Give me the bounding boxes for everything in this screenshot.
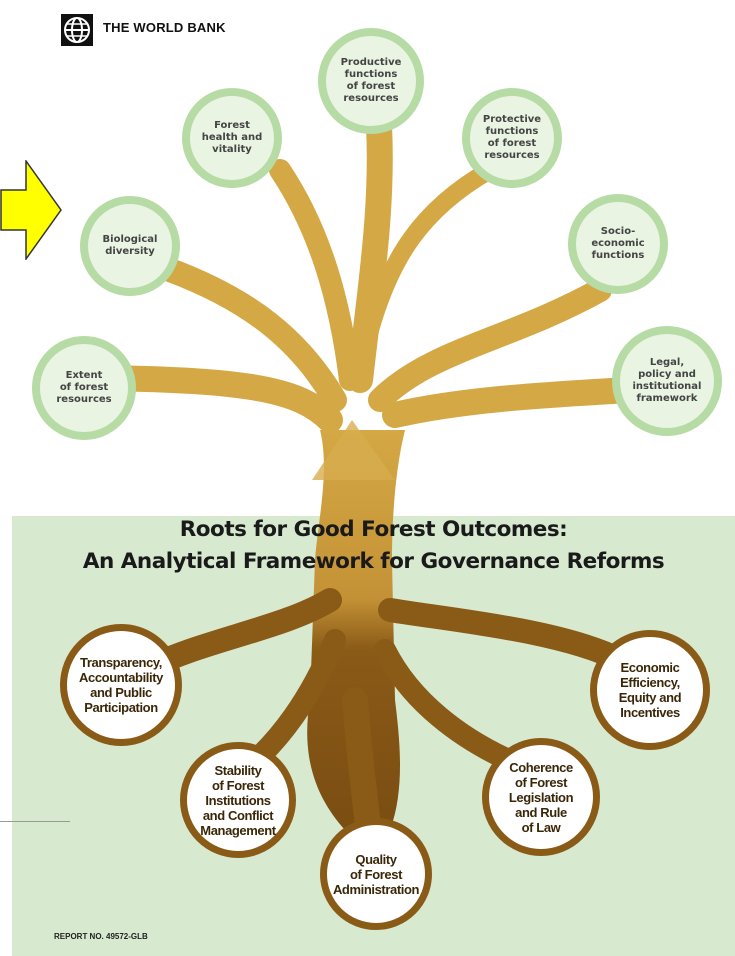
root-transparency-accountability: Transparency, Accountability and Public …: [60, 624, 182, 746]
root-label: Stability of Forest Institutions and Con…: [200, 762, 276, 838]
leaf-label: Protective functions of forest resources: [482, 114, 542, 161]
root-economic-efficiency-equity: Economic Efficiency, Equity and Incentiv…: [590, 630, 710, 750]
root-label: Coherence of Forest Legislation and Rule…: [508, 759, 574, 835]
chart-title-line-2: An Analytical Framework for Governance R…: [82, 549, 665, 574]
root-label: Transparency, Accountability and Public …: [79, 655, 163, 715]
page-rule: [0, 821, 70, 822]
leaf-label: Extent of forest resources: [56, 370, 112, 405]
brand-name: THE WORLD BANK: [103, 20, 226, 35]
leaf-forest-health-and-vitality: Forest health and vitality: [182, 88, 282, 188]
leaf-extent-of-forest-resources: Extent of forest resources: [32, 336, 136, 440]
leaf-label: Forest health and vitality: [201, 120, 263, 155]
report-number: REPORT NO. 49572-GLB: [54, 932, 148, 941]
leaf-label: Biological diversity: [102, 234, 158, 257]
root-quality-of-forest-administration: Quality of Forest Administration: [320, 818, 432, 930]
trunk-highlight: [312, 420, 395, 480]
branches: [87, 97, 643, 433]
root-label: Economic Efficiency, Equity and Incentiv…: [618, 660, 682, 720]
leaf-label: Productive functions of forest resources: [340, 57, 402, 104]
root-coherence-of-forest-legislation: Coherence of Forest Legislation and Rule…: [482, 738, 600, 856]
yellow-arrow-icon: [0, 160, 62, 260]
globe-logo-icon: [61, 14, 93, 46]
leaf-label: Legal, policy and institutional framewor…: [632, 357, 702, 404]
root-stability-of-forest-institutions: Stability of Forest Institutions and Con…: [180, 742, 296, 858]
leaf-label: Socio- economic functions: [591, 226, 645, 261]
leaf-protective-functions: Protective functions of forest resources: [462, 88, 562, 188]
root-label: Quality of Forest Administration: [332, 851, 420, 897]
leaf-biological-diversity: Biological diversity: [80, 196, 180, 296]
leaf-productive-functions: Productive functions of forest resources: [318, 28, 424, 134]
chart-title-line-1: Roots for Good Forest Outcomes:: [179, 517, 568, 542]
trunk: [307, 430, 405, 830]
leaf-legal-policy-framework: Legal, policy and institutional framewor…: [612, 326, 722, 436]
leaf-socio-economic-functions: Socio- economic functions: [568, 194, 668, 294]
